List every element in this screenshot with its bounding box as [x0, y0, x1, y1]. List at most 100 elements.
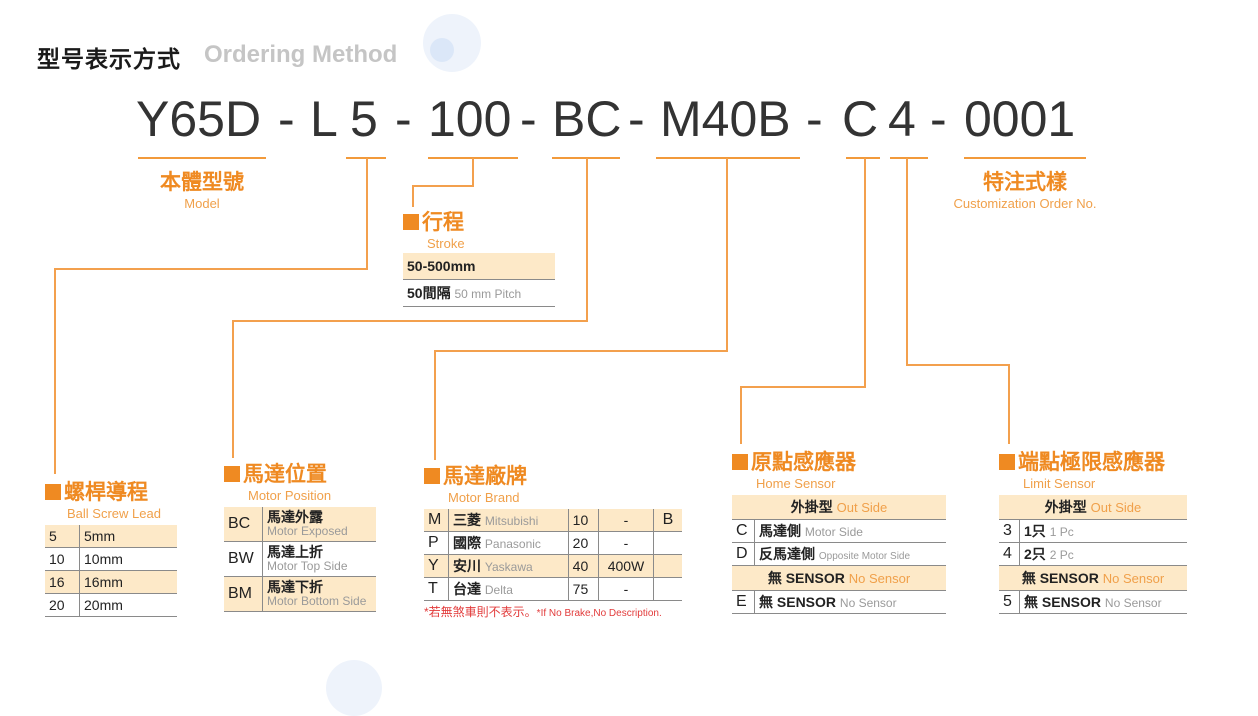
code-brand: M40B: [660, 91, 791, 147]
limit-en: No Sensor: [1104, 596, 1162, 610]
brand-brake: [653, 531, 682, 555]
lead-code: 20: [45, 593, 80, 617]
brand-note-en: *If No Brake,No Description.: [536, 608, 662, 619]
connector-limit-h: [906, 364, 1010, 366]
limit-title: 端點極限感應器: [1018, 451, 1165, 474]
custom-title: 特注式樣: [983, 171, 1067, 194]
position-title: 馬達位置: [243, 463, 327, 486]
code-lead: 5: [350, 91, 378, 147]
table-row: P 國際 Panasonic 20 -: [424, 531, 682, 555]
code-home: C: [842, 91, 879, 147]
underline-home: [846, 157, 880, 159]
model-label: 本體型號 Model: [138, 166, 266, 211]
limit-cn: 2只: [1024, 546, 1046, 562]
brand-note: *若無煞車則不表示。*If No Brake,No Description.: [424, 603, 682, 621]
limit-cn: 1只: [1024, 523, 1046, 539]
brand-cn: 三菱: [453, 512, 481, 528]
connector-brand-h: [434, 350, 728, 352]
connector-limit-v: [1008, 364, 1010, 444]
square-bullet-icon: [424, 468, 440, 484]
position-en: Motor Exposed: [267, 524, 348, 539]
table-row: 50間隔 50 mm Pitch: [403, 279, 555, 307]
lead-value: 5mm: [79, 525, 177, 548]
table-row: 無 SENSOR No Sensor: [732, 565, 946, 591]
lead-code: 10: [45, 547, 80, 571]
home-title: 原點感應器: [751, 451, 856, 474]
square-bullet-icon: [999, 454, 1015, 470]
brand-wattage-code: 75: [568, 577, 600, 601]
brand-cn: 國際: [453, 535, 481, 551]
brand-code: M: [424, 509, 449, 532]
limit-en: 2 Pc: [1049, 548, 1074, 562]
position-cn: 馬達上折: [267, 543, 323, 560]
code-dash-3: -: [520, 91, 537, 147]
underline-limit: [890, 157, 928, 159]
position-cn: 馬達外露: [267, 508, 323, 525]
brand-note-cn: *若無煞車則不表示。: [424, 605, 537, 619]
decor-circle-small: [430, 38, 454, 62]
square-bullet-icon: [224, 466, 240, 482]
position-code: BW: [224, 541, 263, 577]
brand-wattage-code: 20: [568, 531, 600, 555]
limit-h2-cn: 無 SENSOR: [1021, 570, 1099, 586]
code-custom: 0001: [964, 91, 1076, 147]
decor-circle-bottom: [326, 660, 382, 716]
code-position: BC: [552, 91, 622, 147]
home-h1-en: Out Side: [836, 500, 888, 515]
position-cn: 馬達下折: [267, 578, 323, 595]
connector-brand-v: [434, 350, 436, 460]
limit-code: 4: [999, 542, 1020, 566]
table-row: 外掛型 Out Side: [999, 495, 1187, 520]
home-h2-cn: 無 SENSOR: [767, 570, 845, 586]
lead-code: 5: [45, 525, 80, 548]
code-dash-6: -: [930, 91, 947, 147]
table-row: 無 SENSOR No Sensor: [999, 565, 1187, 591]
connector-home-v: [740, 386, 742, 444]
limit-code: 3: [999, 519, 1020, 543]
connector-position-v: [232, 320, 234, 458]
brand-title: 馬達廠牌: [443, 465, 527, 488]
connector-lead-h: [54, 268, 368, 270]
brand-code: T: [424, 577, 449, 601]
lead-code: 16: [45, 570, 80, 594]
position-en: Motor Top Side: [267, 559, 348, 574]
code-dash-5: -: [806, 91, 823, 147]
connector-home: [864, 158, 866, 387]
custom-subtitle: Customization Order No.: [953, 196, 1097, 211]
table-row: 50-500mm: [403, 253, 555, 280]
stroke-title: 行程: [422, 211, 464, 234]
position-subtitle: Motor Position: [248, 488, 332, 503]
brand-code: P: [424, 531, 449, 555]
home-en: Motor Side: [804, 525, 863, 539]
brand-brake: [653, 577, 682, 601]
square-bullet-icon: [45, 484, 61, 500]
connector-stroke-h: [412, 185, 474, 187]
square-bullet-icon: [732, 454, 748, 470]
position-code: BC: [224, 507, 263, 542]
limit-h2-en: No Sensor: [1102, 571, 1165, 586]
limit-subtitle: Limit Sensor: [1023, 476, 1096, 491]
brand-block: 馬達廠牌 Motor Brand M 三菱 Mitsubishi 10 - B …: [424, 460, 682, 621]
custom-label: 特注式樣 Customization Order No.: [925, 166, 1125, 211]
underline-model: [138, 157, 266, 159]
brand-subtitle: Motor Brand: [448, 490, 520, 505]
underline-custom: [964, 157, 1086, 159]
code-l: L: [310, 91, 338, 147]
limit-cn: 無 SENSOR: [1024, 594, 1102, 610]
brand-wattage: 400W: [598, 554, 654, 578]
home-subtitle: Home Sensor: [756, 476, 836, 491]
heading-chinese: 型号表示方式: [37, 46, 181, 72]
limit-code: 5: [999, 590, 1020, 614]
